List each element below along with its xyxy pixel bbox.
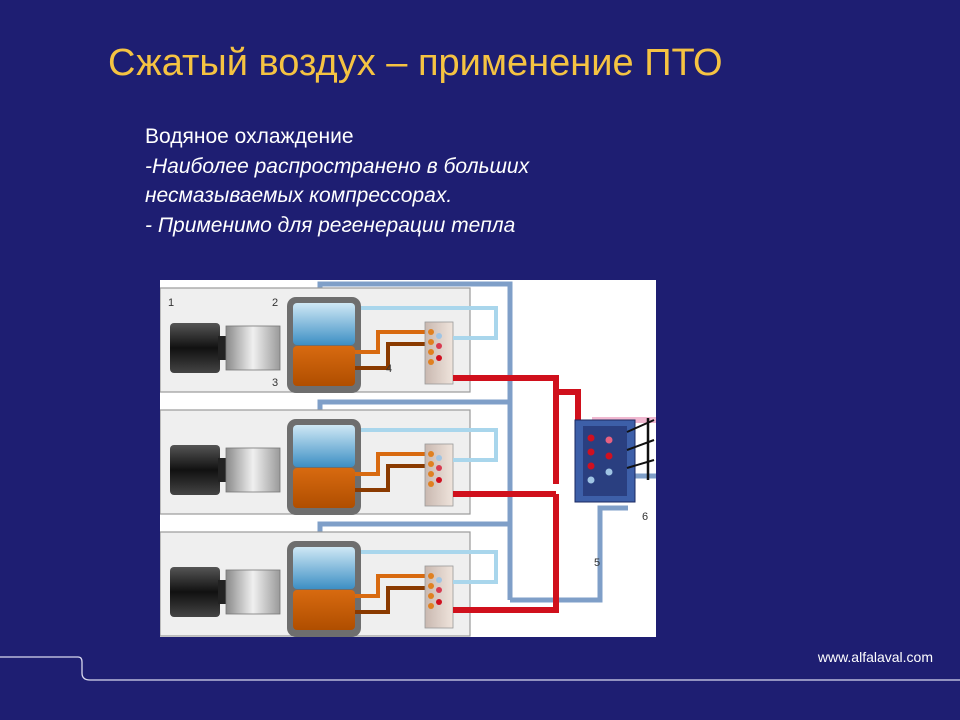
- label-1: 1: [168, 297, 174, 309]
- bullet-line-1: -Наиболее распространено в больших: [145, 154, 530, 178]
- slide-title: Сжатый воздух – применение ПТО: [108, 42, 723, 84]
- diagram-svg: 1 2 3 4 5 6: [160, 281, 656, 637]
- compressor-unit-2: [160, 408, 498, 517]
- compressor-unit-1: [160, 286, 498, 395]
- plate-heat-exchanger: [574, 417, 656, 503]
- bullet-line-3: - Применимо для регенерации тепла: [145, 213, 516, 237]
- label-3: 3: [272, 377, 278, 389]
- compressor-unit-3: [160, 530, 498, 637]
- hot-water-lines: [453, 375, 581, 613]
- bullet-heading: Водяное охлаждение: [145, 125, 354, 148]
- heat-recovery-diagram: 1 2 3 4 5 6: [160, 280, 656, 637]
- label-4: 4: [386, 363, 392, 375]
- footer-url: www.alfalaval.com: [817, 649, 933, 665]
- bullet-list: Водяное охлаждение -Наиболее распростран…: [145, 122, 745, 240]
- bullet-line-2: несмазываемых компрессорах.: [145, 184, 453, 207]
- footer-divider: [0, 656, 960, 681]
- label-6: 6: [642, 511, 648, 523]
- label-2: 2: [272, 297, 278, 309]
- label-5: 5: [594, 557, 600, 569]
